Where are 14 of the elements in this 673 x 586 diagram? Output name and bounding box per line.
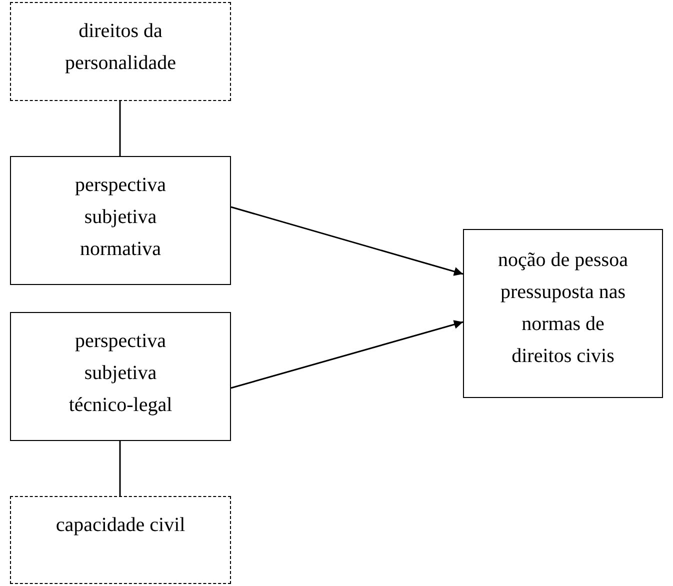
- dashed-box: [10, 496, 231, 584]
- arrow: [230, 320, 464, 389]
- node-text: capacidade civil: [54, 513, 186, 538]
- connector-line: [119, 441, 121, 496]
- node-text: perspectiva subjetiva normativa: [74, 173, 168, 262]
- arrow: [230, 206, 464, 276]
- node-text: direitos da personalidade: [64, 19, 178, 76]
- node-text: noção de pessoa pressuposta nas normas de direitos civis: [497, 248, 629, 369]
- node-text: perspectiva subjetiva técnico-legal: [68, 329, 174, 418]
- process-box: [10, 156, 231, 285]
- dashed-box: [10, 2, 231, 101]
- process-box: [463, 229, 663, 398]
- connector-line: [119, 101, 121, 156]
- process-box: [10, 312, 231, 441]
